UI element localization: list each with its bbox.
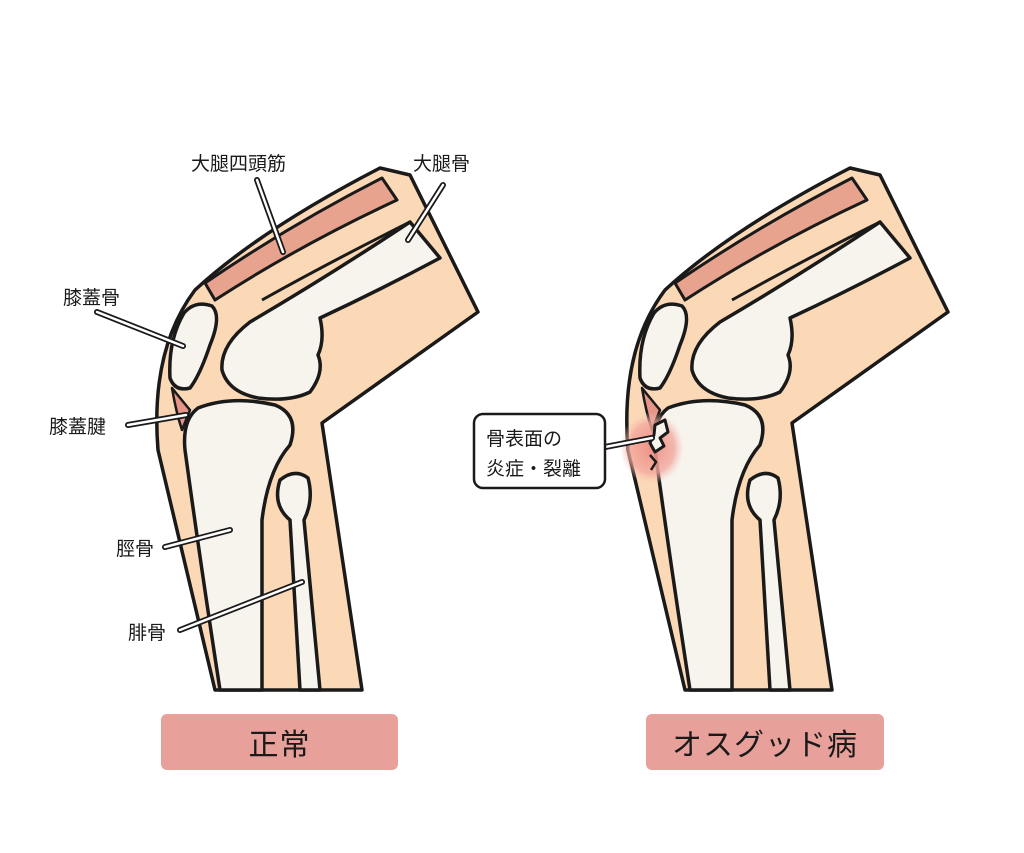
tibia-label: 脛骨 [116,538,154,560]
patella-label: 膝蓋骨 [63,287,120,309]
quadriceps-label: 大腿四頭筋 [191,153,286,175]
osgood-knee-illustration [620,166,950,692]
callout-line-2: 炎症・裂離 [486,458,581,480]
femur-label: 大腿骨 [413,153,470,175]
callout-line-1: 骨表面の [486,428,562,450]
osgood-title-badge: オスグッド病 [646,714,884,770]
fibula-label: 腓骨 [128,622,166,644]
callout-box: 骨表面の 炎症・裂離 [472,412,607,490]
normal-title-badge: 正常 [161,714,398,770]
normal-knee-illustration [155,166,480,692]
normal-leader-lines-inner [95,178,445,632]
patellar-tendon-label: 膝蓋腱 [49,416,106,438]
